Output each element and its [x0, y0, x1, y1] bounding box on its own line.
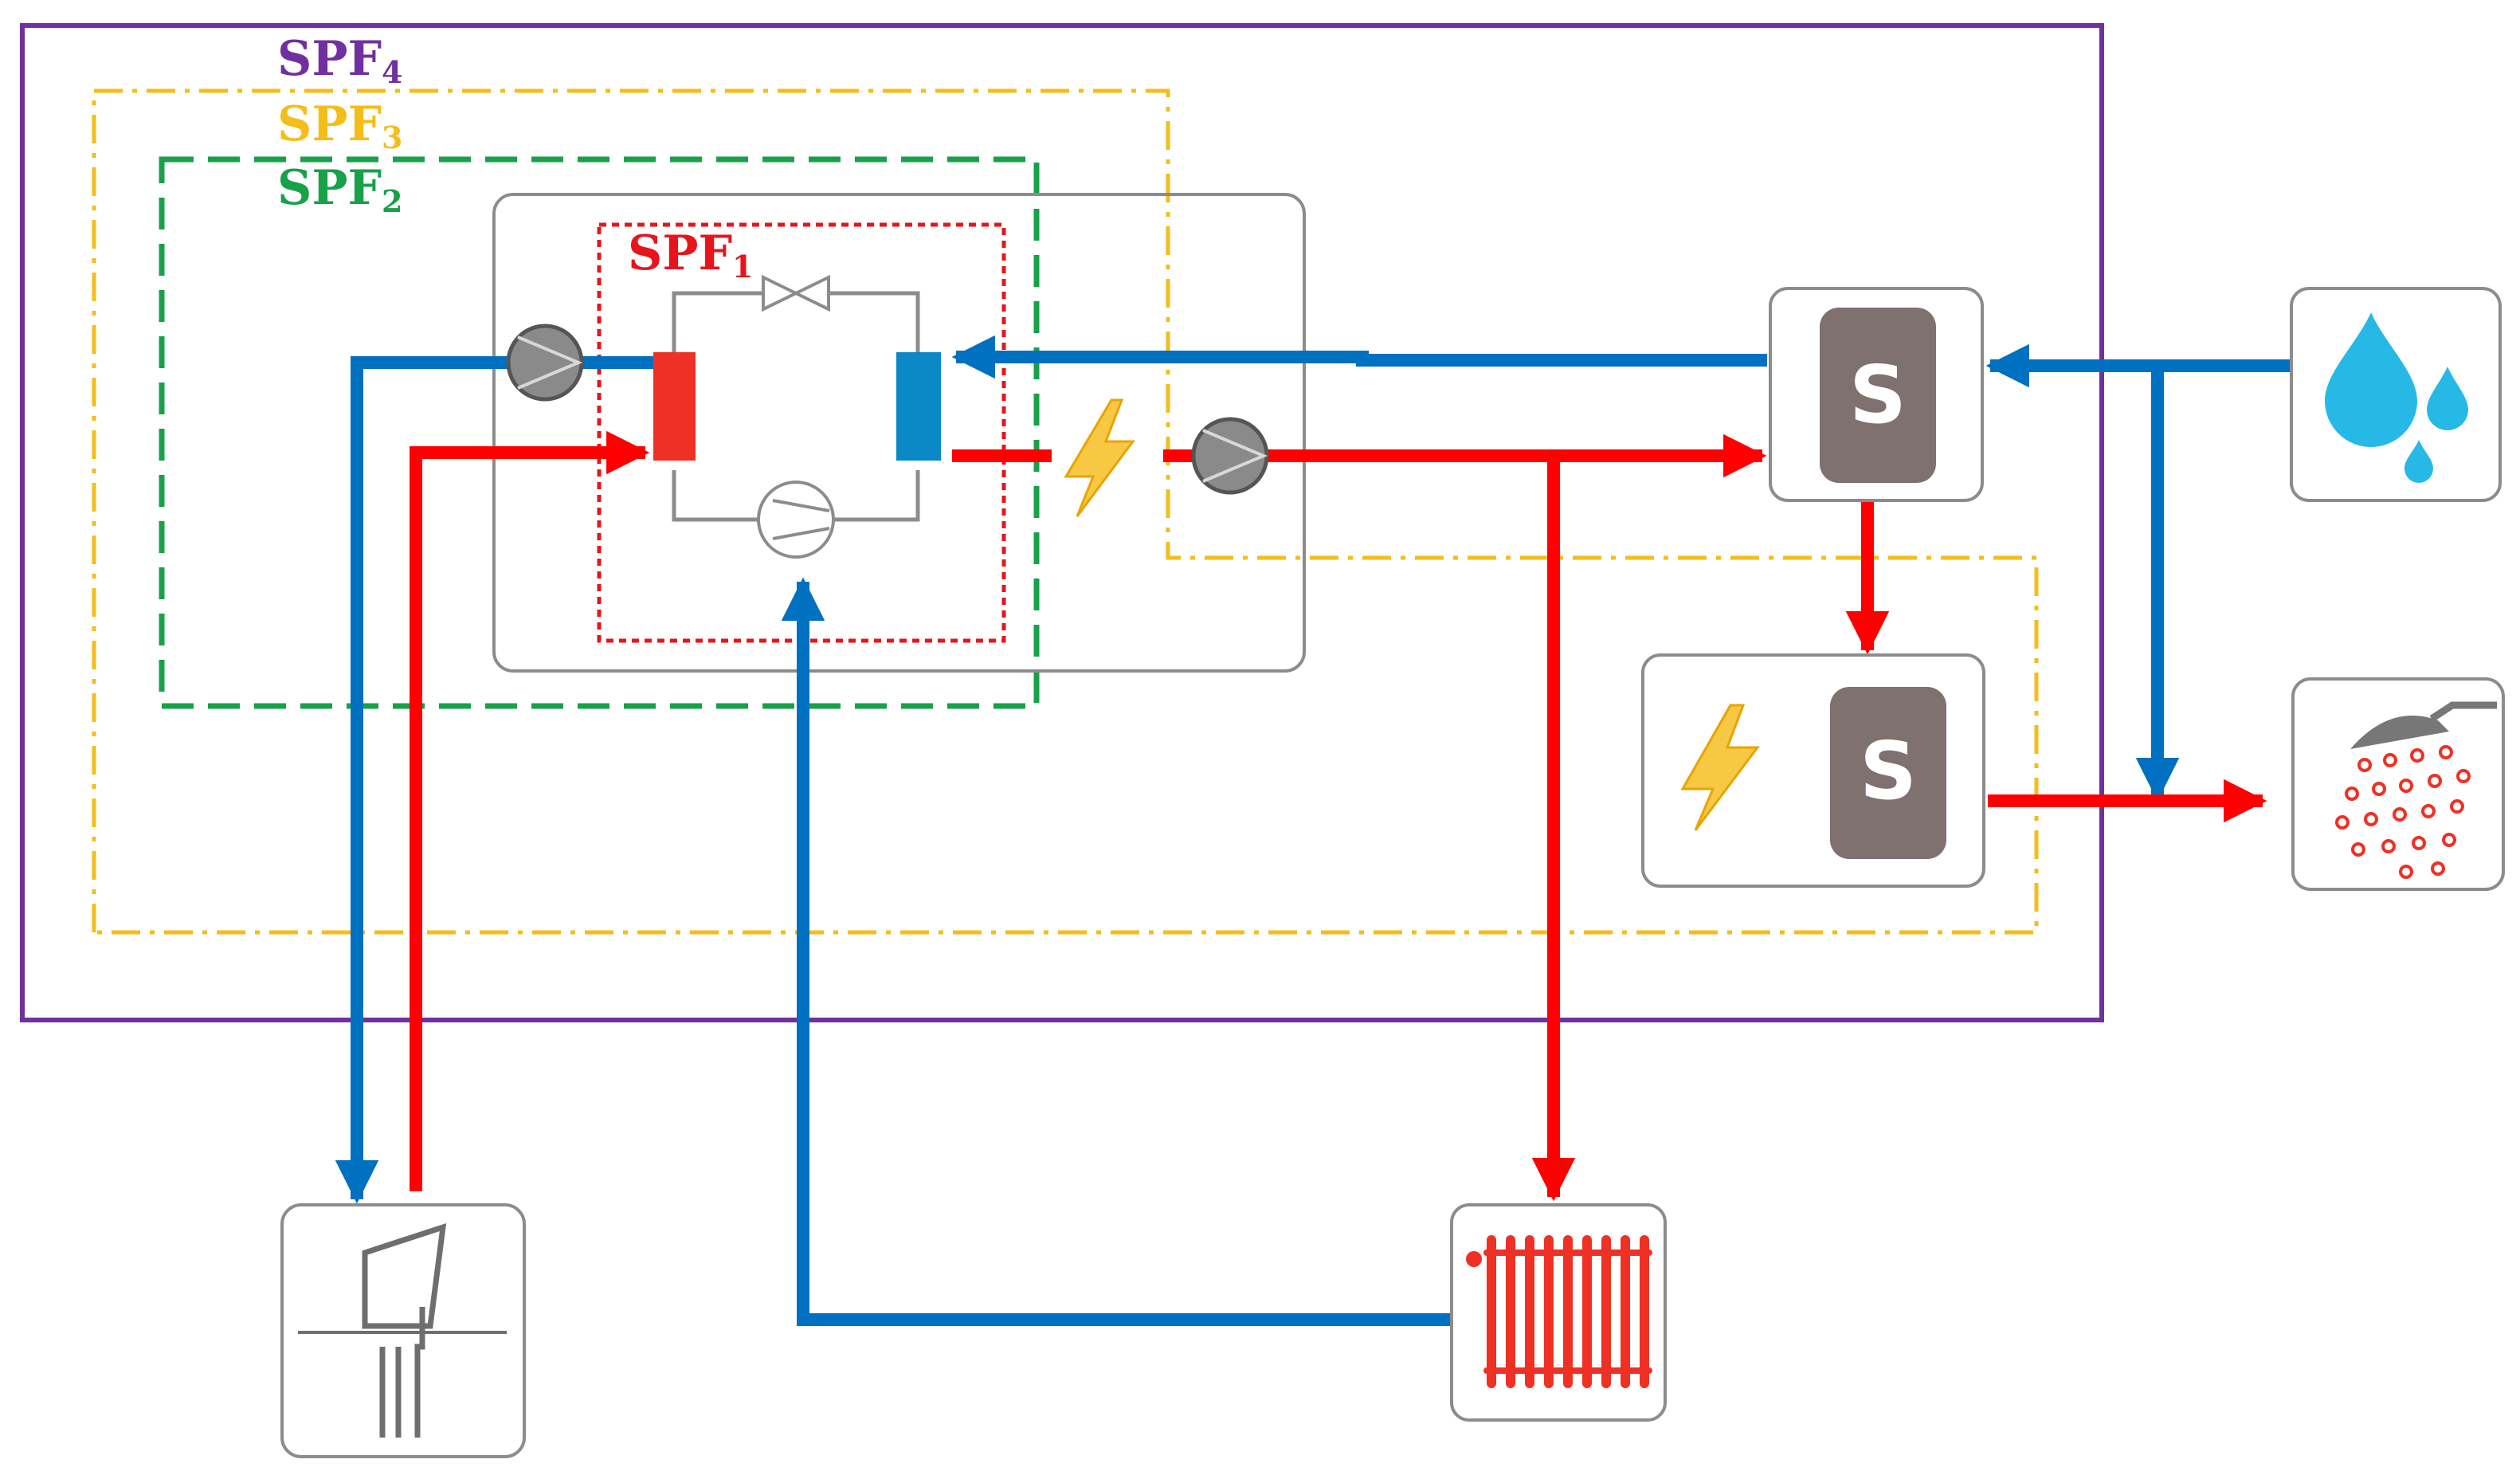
spf3-boundary: [92, 88, 2039, 935]
spf2-label: SPF2: [277, 160, 403, 219]
tank-return-pipe: [951, 335, 1767, 379]
backup-tank-label: S: [1860, 724, 1917, 818]
ground-return-pipe: [410, 430, 650, 1191]
spf2-boundary: [159, 156, 1040, 709]
lightning-bolt-icon: [1064, 398, 1135, 517]
expansion-valve-icon: [762, 274, 830, 312]
heat-pump-unit: [492, 193, 1306, 673]
refrigerant-circuit: [672, 291, 920, 522]
spf1-label: SPF1: [628, 226, 754, 284]
shower-icon: [2335, 701, 2497, 879]
evaporator: [896, 352, 941, 461]
dhw-tank-label: S: [1849, 348, 1907, 441]
compressor-icon: [757, 481, 835, 559]
water-drops-icon: [2325, 312, 2468, 483]
spf4-boundary: [20, 23, 2104, 1022]
radiator: [1450, 1203, 1667, 1422]
circulation-pump-icon: [1191, 417, 1269, 495]
lightning-bolt-icon: [1680, 704, 1760, 831]
radiator-return-pipe: [781, 577, 1452, 1326]
shower: [2291, 677, 2505, 891]
ground-borehole-icon: [298, 1222, 507, 1438]
electric-backup-tank: S: [1641, 653, 1985, 888]
dhw-storage-tank: S: [1769, 287, 1984, 502]
ground-source: [280, 1203, 526, 1458]
spf3-label: SPF3: [277, 96, 403, 155]
radiator-icon: [1466, 1235, 1652, 1388]
cold-water-source: [2290, 287, 2502, 502]
ground-supply-pipe: [357, 356, 653, 1199]
condenser: [653, 352, 696, 461]
circulation-pump-icon: [506, 324, 584, 402]
spf4-label: SPF4: [277, 31, 403, 90]
